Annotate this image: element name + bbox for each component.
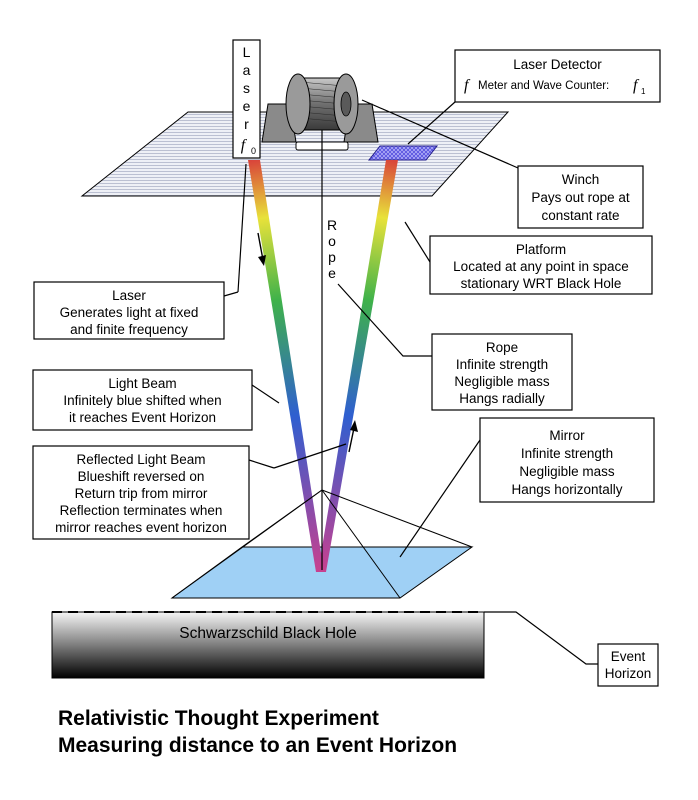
- svg-text:Infinite strength: Infinite strength: [521, 446, 613, 461]
- svg-text:Platform: Platform: [516, 242, 566, 257]
- svg-text:Reflection terminates when: Reflection terminates when: [60, 503, 223, 518]
- svg-text:f: f: [633, 77, 640, 94]
- mirror-suspension-lines: [171, 489, 473, 599]
- down-arrow-icon: [257, 232, 266, 266]
- caption-line-1: Relativistic Thought Experiment: [58, 707, 379, 730]
- svg-text:1: 1: [641, 87, 646, 96]
- svg-text:constant rate: constant rate: [541, 208, 619, 223]
- platform: [80, 111, 510, 197]
- laser-device-letter: L: [243, 44, 251, 60]
- laser-device: [232, 39, 261, 159]
- svg-text:Laser: Laser: [112, 288, 146, 303]
- svg-text:Reflected Light Beam: Reflected Light Beam: [76, 452, 205, 467]
- svg-text:Located at any point in space: Located at any point in space: [453, 259, 629, 274]
- light-beam-label: Light Beam Infinitely blue shifted when …: [32, 369, 253, 431]
- svg-text:Negligible mass: Negligible mass: [454, 374, 550, 389]
- svg-text:Horizon: Horizon: [605, 666, 652, 681]
- svg-text:Hangs radially: Hangs radially: [459, 391, 545, 406]
- svg-text:f: f: [464, 77, 471, 94]
- platform-label: Platform Located at any point in space s…: [429, 235, 653, 295]
- svg-text:Return trip from mirror: Return trip from mirror: [75, 486, 208, 501]
- svg-text:Rope: Rope: [486, 340, 518, 355]
- laser-device-letter: s: [243, 80, 250, 96]
- svg-text:stationary WRT Black Hole: stationary WRT Black Hole: [461, 276, 622, 291]
- mirror-label: Mirror Infinite strength Negligible mass…: [479, 417, 655, 503]
- svg-text:Hangs horizontally: Hangs horizontally: [511, 482, 622, 497]
- reflected-light-beam: [318, 160, 398, 572]
- laser-device-letter: r: [244, 116, 249, 132]
- svg-text:Event: Event: [611, 649, 646, 664]
- svg-text:Winch: Winch: [562, 172, 600, 187]
- svg-text:Laser Detector: Laser Detector: [513, 57, 602, 72]
- svg-text:it reaches Event Horizon: it reaches Event Horizon: [69, 410, 216, 425]
- rope-vertical-letter: o: [328, 233, 336, 249]
- svg-text:Generates light at fixed: Generates light at fixed: [60, 305, 199, 320]
- reflected-light-beam-label: Reflected Light Beam Blueshift reversed …: [32, 445, 250, 540]
- caption-line-2: Measuring distance to an Event Horizon: [58, 734, 457, 757]
- black-hole: [51, 611, 485, 679]
- svg-text:and finite frequency: and finite frequency: [70, 322, 188, 337]
- laser-frequency-symbol: f: [241, 137, 248, 154]
- svg-text:mirror reaches event horizon: mirror reaches event horizon: [55, 520, 227, 535]
- laser-frequency-subscript: 0: [251, 146, 256, 156]
- svg-text:Negligible mass: Negligible mass: [519, 464, 615, 479]
- winch-icon: [261, 73, 379, 151]
- winch-label: Winch Pays out rope at constant rate: [517, 165, 644, 229]
- event-horizon-label: Event Horizon: [597, 643, 659, 687]
- rope-vertical-letter: R: [327, 217, 337, 233]
- laser-label: Laser Generates light at fixed and finit…: [33, 281, 225, 340]
- rope-label: Rope Infinite strength Negligible mass H…: [431, 333, 573, 411]
- svg-text:Blueshift reversed on: Blueshift reversed on: [78, 469, 205, 484]
- laser-device-letter: e: [243, 98, 251, 114]
- svg-text:Infinitely blue shifted when: Infinitely blue shifted when: [63, 393, 221, 408]
- laser-detector-plate: [367, 145, 439, 161]
- up-arrow-icon: [348, 420, 358, 453]
- black-hole-label: Schwarzschild Black Hole: [179, 625, 356, 642]
- svg-text:Meter and Wave Counter:: Meter and Wave Counter:: [478, 80, 609, 92]
- laser-detector-label: Laser Detector f Meter and Wave Counter:…: [454, 49, 661, 103]
- leader-lines: [223, 99, 598, 665]
- svg-text:Mirror: Mirror: [549, 428, 585, 443]
- rope-vertical-letter: p: [328, 249, 336, 265]
- laser-device-letter: a: [243, 62, 251, 78]
- light-beam: [248, 160, 324, 572]
- rope-vertical-letter: e: [328, 265, 336, 281]
- svg-text:Pays out rope at: Pays out rope at: [531, 190, 630, 205]
- svg-text:Infinite strength: Infinite strength: [456, 357, 548, 372]
- svg-text:Light Beam: Light Beam: [108, 376, 176, 391]
